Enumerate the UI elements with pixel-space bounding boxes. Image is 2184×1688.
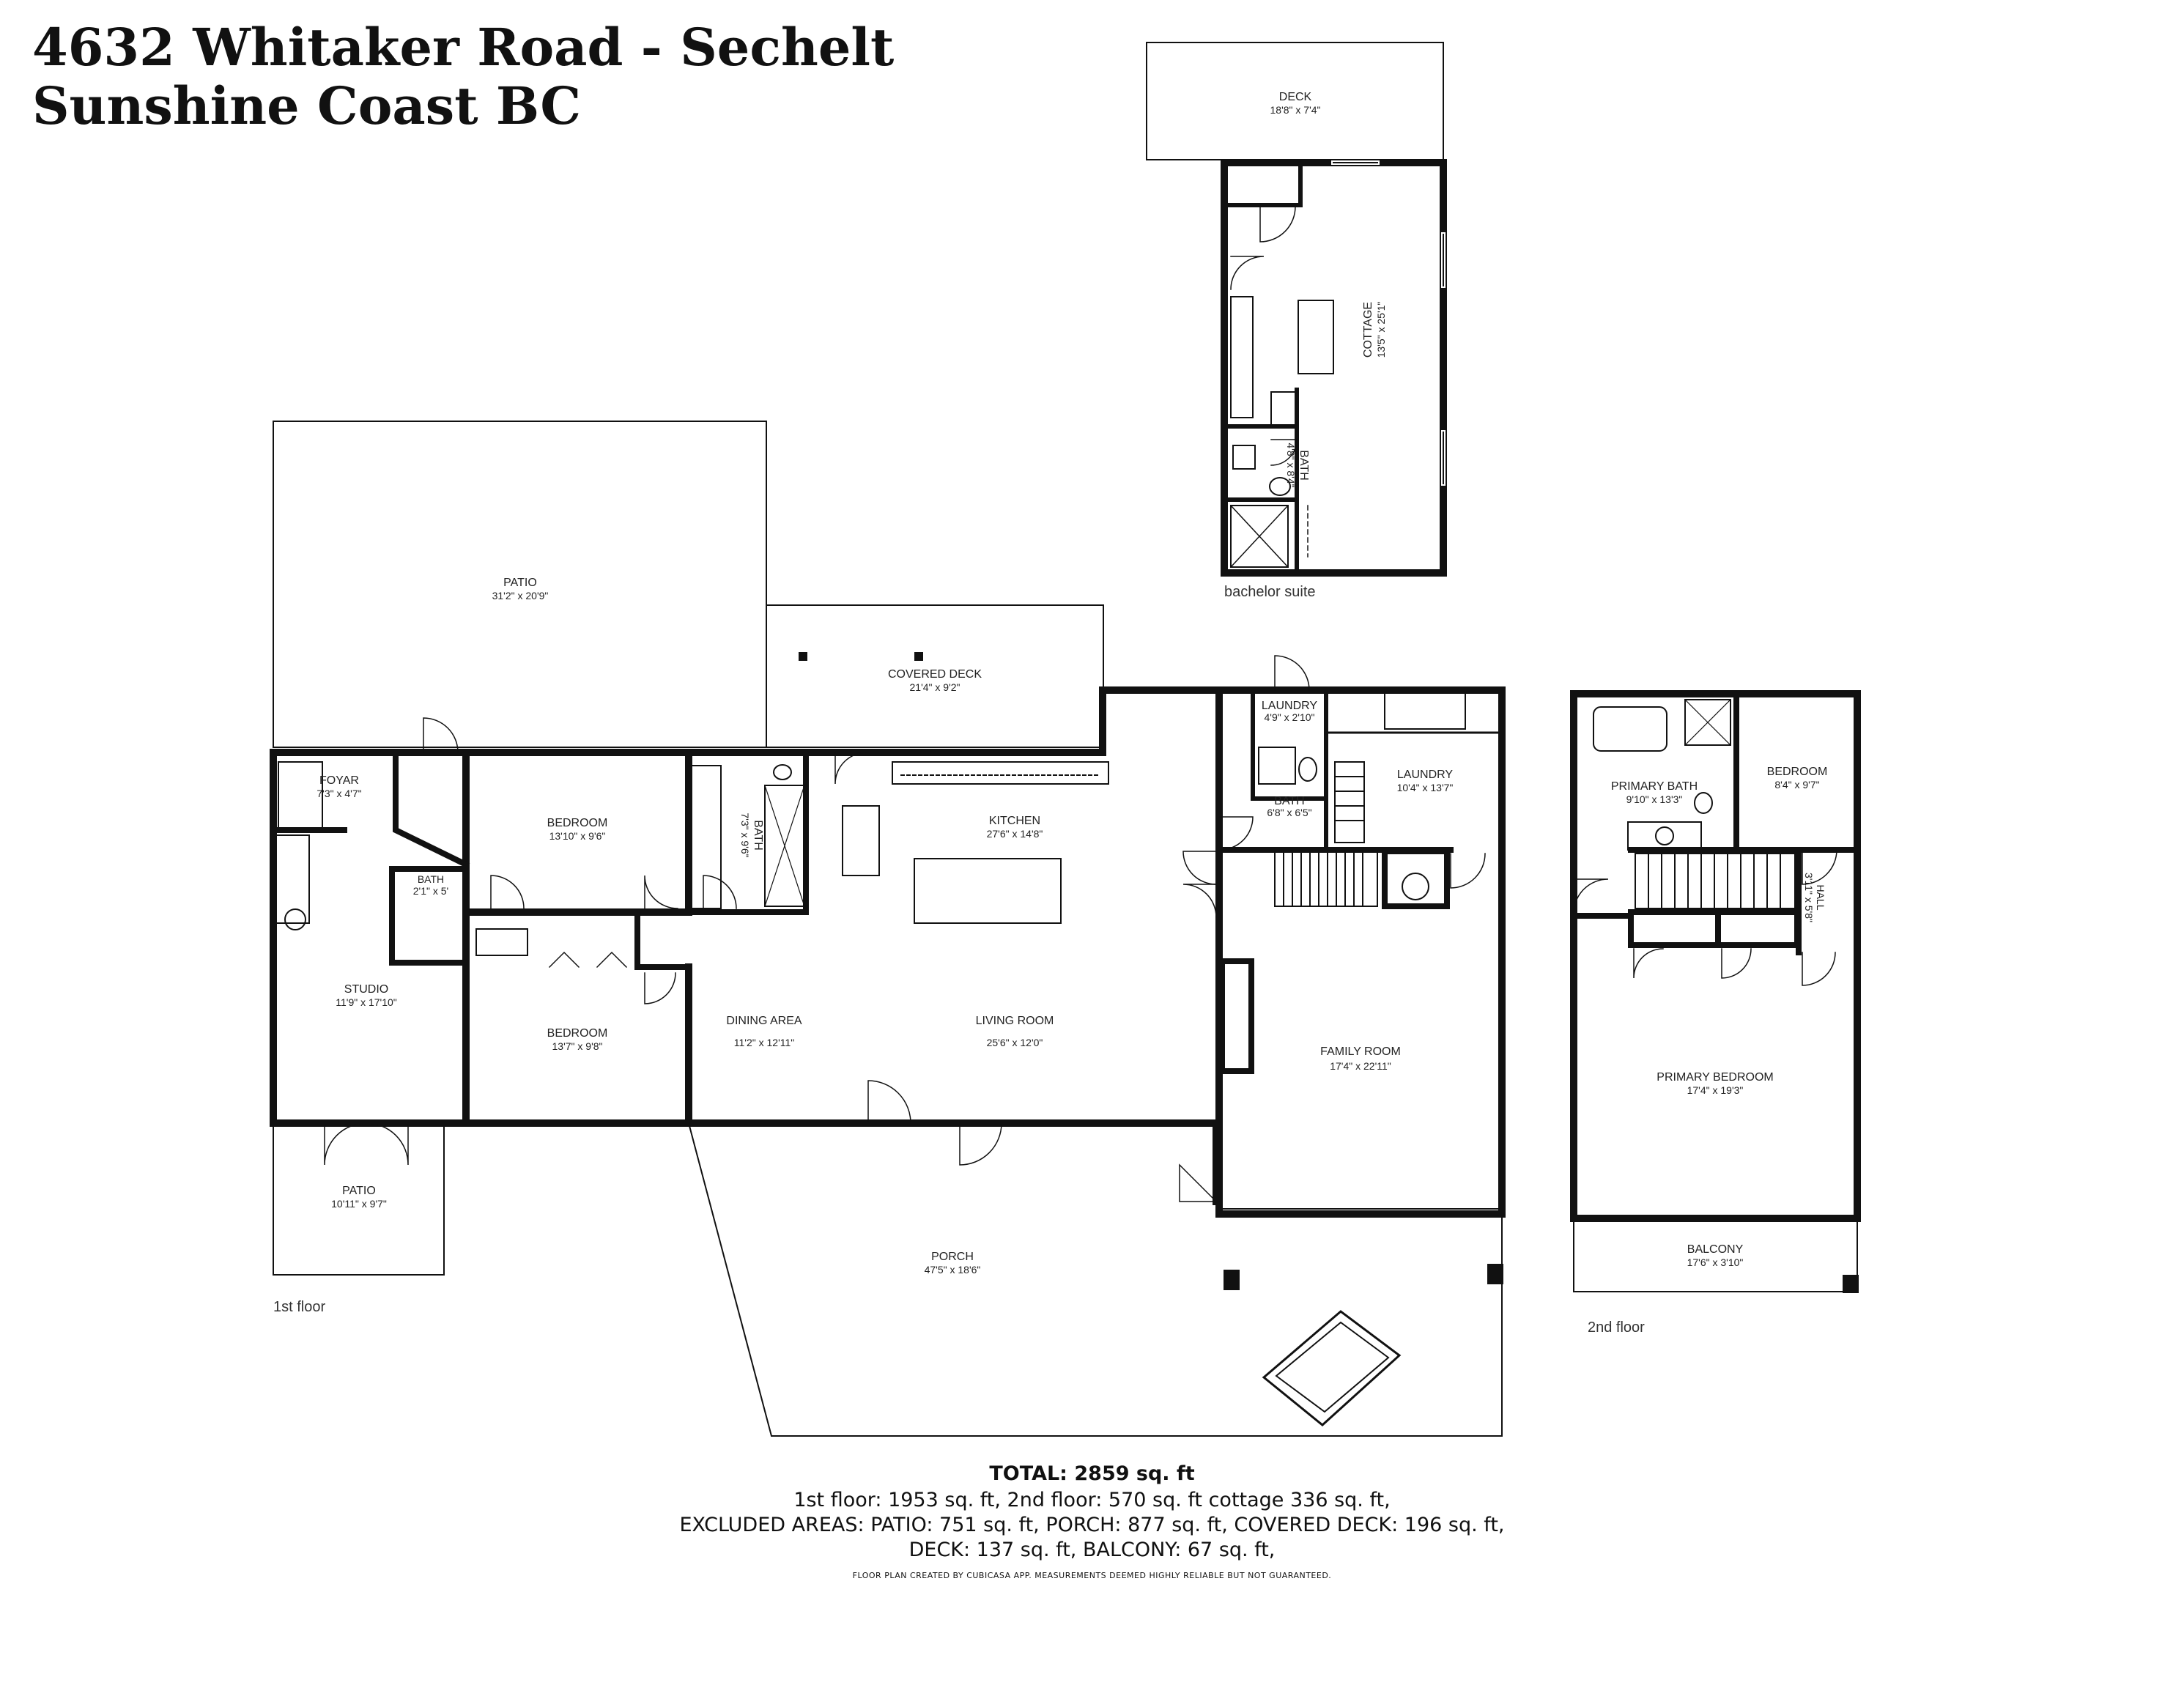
room-dim-suite-bath: 4'8" x 8'4"	[1285, 443, 1297, 487]
room-name-bath-main: BATH	[752, 820, 764, 850]
room-labels: DECK 18'8" x 7'4" COTTAGE 13'5" x 25'1" …	[317, 91, 1827, 1276]
title-line-1: 4632 Whitaker Road - Sechelt	[32, 17, 895, 78]
room-name-primary-bath: PRIMARY BATH	[1611, 780, 1698, 793]
room-name-covered-deck: COVERED DECK	[888, 668, 982, 681]
room-name-bedroom-1: BEDROOM	[547, 817, 608, 829]
room-name-foyer: FOYAR	[319, 774, 359, 787]
kitchen-island	[914, 858, 1062, 924]
room-name-patio-small: PATIO	[342, 1185, 376, 1197]
cottage-building	[1146, 42, 1447, 577]
room-name-dining: DINING AREA	[726, 1015, 802, 1027]
room-name-patio-big: PATIO	[503, 577, 537, 589]
room-dim-living: 25'6" x 12'0"	[987, 1037, 1043, 1048]
room-dim-porch: 47'5" x 18'6"	[925, 1264, 981, 1276]
bathtub	[1593, 706, 1667, 752]
water-heater-closet	[1382, 848, 1450, 909]
area-summary-line-2: EXCLUDED AREAS: PATIO: 751 sq. ft, PORCH…	[679, 1514, 1505, 1536]
porch-outline	[687, 1122, 1503, 1437]
room-name-suite-bath: BATH	[1298, 450, 1310, 480]
stairs-1st-floor	[1274, 851, 1378, 907]
covered-deck-outline	[766, 604, 1104, 748]
room-name-living: LIVING ROOM	[976, 1015, 1054, 1027]
room-dim-laundry: 10'4" x 13'7"	[1397, 782, 1454, 793]
room-dim-covered-deck: 21'4" x 9'2"	[910, 681, 960, 693]
room-name-bedroom-up: BEDROOM	[1767, 766, 1828, 778]
disclaimer: FLOOR PLAN CREATED BY CUBICASA APP. MEAS…	[852, 1571, 1332, 1580]
room-name-kitchen: KITCHEN	[989, 815, 1040, 827]
room-name-hall: HALL	[1815, 884, 1826, 910]
room-name-bedroom-2: BEDROOM	[547, 1027, 608, 1040]
room-dim-bedroom-up: 8'4" x 9'7"	[1774, 779, 1819, 791]
room-dim-deck-top: 18'8" x 7'4"	[1270, 104, 1321, 116]
floor-label-second: 2nd floor	[1588, 1319, 1645, 1336]
room-dim-patio-big: 31'2" x 20'9"	[492, 590, 549, 601]
patio-big-outline	[273, 421, 767, 748]
room-name-bath-kitchen: BATH	[1274, 795, 1304, 807]
room-name-deck-top: DECK	[1279, 91, 1312, 103]
area-summary-line-3: DECK: 137 sq. ft, BALCONY: 67 sq. ft,	[908, 1539, 1276, 1561]
room-dim-bedroom-1: 13'10" x 9'6"	[549, 830, 606, 842]
room-name-balcony: BALCONY	[1687, 1243, 1744, 1256]
floor-label-suite: bachelor suite	[1224, 584, 1316, 600]
room-dim-primary-bath: 9'10" x 13'3"	[1626, 793, 1683, 805]
room-dim-balcony: 17'6" x 3'10"	[1687, 1256, 1744, 1268]
room-dim-bath-kitchen: 6'8" x 6'5"	[1267, 807, 1311, 818]
room-dim-family: 17'4" x 22'11"	[1330, 1060, 1391, 1072]
doors-1st-floor	[324, 655, 1486, 1202]
room-dim-dining: 11'2" x 12'11"	[734, 1037, 795, 1048]
room-name-studio: STUDIO	[344, 983, 388, 996]
room-dim-kitchen: 27'6" x 14'8"	[987, 828, 1043, 840]
hot-tub	[1262, 1310, 1402, 1426]
room-name-cottage: COTTAGE	[1362, 302, 1374, 358]
room-dim-bath-main: 7'3" x 9'6"	[739, 812, 751, 857]
floor-labels: bachelor suite 1st floor 2nd floor	[273, 584, 1645, 1336]
room-name-primary-bed: PRIMARY BEDROOM	[1656, 1071, 1773, 1084]
room-dim-primary-bed: 17'4" x 19'3"	[1687, 1084, 1744, 1096]
room-dim-laundry-small: 4'9" x 2'10"	[1265, 711, 1315, 723]
room-name-family: FAMILY ROOM	[1320, 1045, 1401, 1058]
room-dim-bath-tiny: 2'1" x 5'	[413, 885, 448, 897]
patio-small-outline	[273, 1122, 445, 1276]
fireplace	[1219, 958, 1254, 1074]
room-dim-cottage: 13'5" x 25'1"	[1375, 302, 1387, 358]
room-dim-bedroom-2: 13'7" x 9'8"	[552, 1040, 603, 1052]
room-dim-foyer: 7'3" x 4'7"	[317, 788, 361, 799]
room-dim-hall: 3'11" x 5'8"	[1803, 873, 1815, 922]
second-floor-walls	[1570, 690, 1861, 1293]
main-house-walls	[270, 686, 1506, 1218]
room-dim-studio: 11'9" x 17'10"	[336, 996, 397, 1008]
room-name-laundry: LAUNDRY	[1397, 769, 1454, 781]
area-summary-line-1: 1st floor: 1953 sq. ft, 2nd floor: 570 s…	[793, 1489, 1391, 1511]
total-area: TOTAL: 2859 sq. ft	[989, 1462, 1195, 1485]
room-name-porch: PORCH	[931, 1251, 974, 1263]
title-line-2: Sunshine Coast BC	[32, 75, 582, 136]
room-name-laundry-small: LAUNDRY	[1262, 700, 1318, 712]
room-dim-patio-small: 10'11" x 9'7"	[331, 1198, 387, 1210]
room-name-bath-tiny: BATH	[418, 873, 444, 885]
floor-label-first: 1st floor	[273, 1299, 325, 1315]
